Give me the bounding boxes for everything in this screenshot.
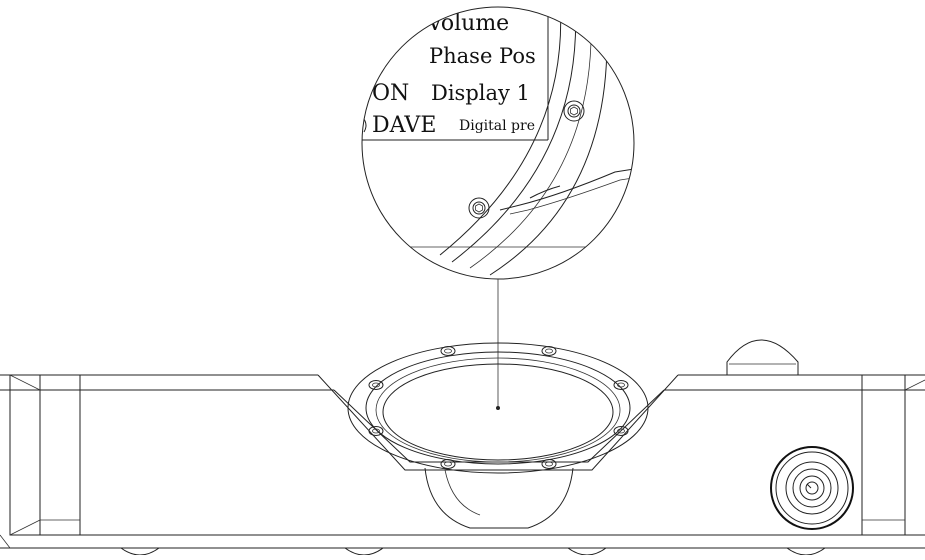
screw-icon [468,197,490,219]
screw-icon [541,346,557,356]
recess-edge-2 [509,176,634,215]
recess-edge-1 [499,167,634,211]
cut-glyph [362,112,367,133]
volume-label: Volume [426,11,509,36]
foot [786,547,826,556]
screw-icon [440,459,456,469]
dave-label: DAVE [372,113,436,138]
screw-icon [613,380,629,390]
leader-dot [496,406,500,410]
foot [567,547,607,556]
foot [344,547,384,556]
housing-edge [609,7,634,91]
bezel-arc-2 [451,7,577,263]
top-knob [726,339,799,375]
v-recess-outer [317,374,679,471]
screw-icon [368,380,384,390]
screw-icon [541,459,557,469]
recess-edge-3 [529,185,561,199]
main-unit [0,339,925,556]
display-label: Display 1 [431,81,530,105]
phase-label: Phase Pos [429,44,536,68]
screw-icon [440,346,456,356]
bezel-arc-1 [439,7,562,256]
window-ring-3 [375,357,621,463]
display-window [382,363,614,461]
window-ring-outer [347,342,649,474]
foot [120,547,160,556]
screw-icon [613,426,629,436]
on-label: ON [372,81,409,106]
lower-bowl [424,467,574,529]
screw-icon [563,100,585,122]
magnified-detail: Volume Phase Pos ON Display 1 DAVE Digit… [361,6,635,280]
screw-icon [368,426,384,436]
window-ring-2 [365,351,631,465]
digital-pre-label: Digital pre [459,118,535,134]
headphone-jack-icon [770,446,854,530]
bezel-arc-3 [469,7,592,269]
